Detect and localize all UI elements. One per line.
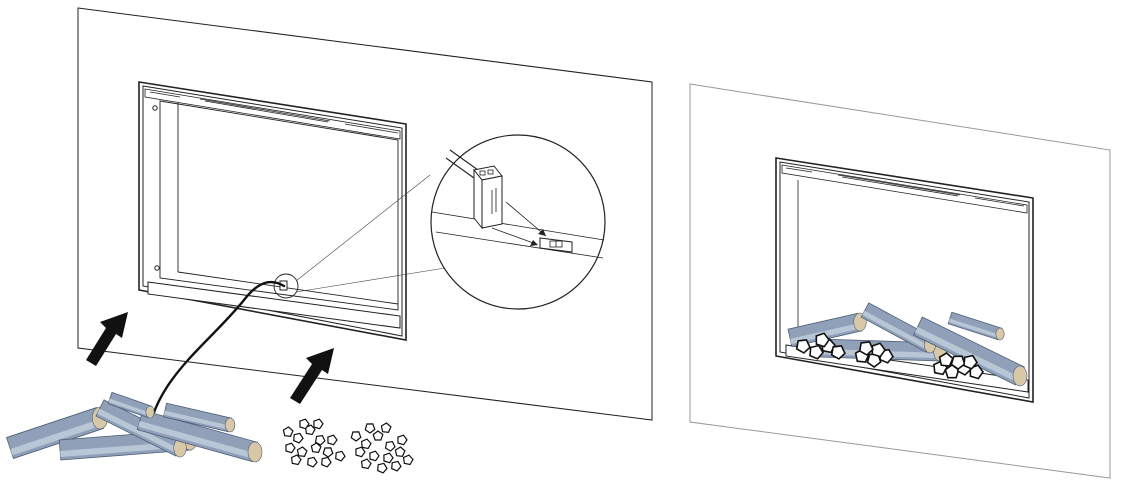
control-strip-marks-right	[785, 167, 1025, 207]
rock-28	[397, 434, 408, 446]
log-6	[107, 391, 155, 419]
left-fireplace-insert	[138, 81, 407, 341]
insert-logs-arrow	[86, 312, 128, 366]
log-4	[136, 409, 263, 463]
log-5	[162, 402, 236, 433]
installed-log-1	[787, 312, 867, 348]
installed-log-4	[913, 316, 1028, 387]
rock-12	[335, 450, 346, 462]
rock-17	[360, 438, 372, 450]
insert-rocks-arrow	[290, 348, 334, 404]
rock-26	[391, 460, 402, 472]
power-cable	[151, 280, 286, 417]
rock-21	[369, 450, 380, 462]
rock-29	[380, 422, 392, 433]
rock-7	[310, 442, 322, 453]
rock-25	[377, 462, 388, 474]
rock-18	[372, 430, 384, 441]
rock-23	[394, 446, 406, 457]
rock-27	[402, 454, 414, 466]
rock-20	[355, 446, 366, 458]
rock-19	[384, 440, 396, 452]
rock-5	[285, 442, 296, 454]
installed-rock-1	[795, 339, 811, 354]
rock-9	[290, 454, 302, 466]
rock-13	[327, 434, 338, 446]
rock-16	[350, 431, 362, 442]
installed-rock-5	[815, 332, 830, 348]
rock-14	[313, 418, 324, 430]
rock-30	[364, 423, 376, 434]
rock-6	[296, 446, 308, 457]
installed-rock-7	[866, 353, 882, 368]
installed-rock-17	[938, 352, 954, 367]
rock-11	[321, 456, 332, 468]
ember-rocks	[282, 418, 414, 474]
detail-leader-bottom	[295, 267, 446, 293]
installed-rock-2	[809, 344, 824, 360]
zoom-source-circle	[273, 273, 299, 299]
rock-24	[360, 458, 372, 470]
installed-rock-9	[871, 342, 886, 358]
left-step	[6, 7, 653, 474]
log-set	[6, 391, 263, 463]
rock-10	[307, 456, 318, 468]
installed-rock-4	[830, 345, 846, 360]
installed-log-5	[947, 311, 1005, 341]
rock-1	[282, 426, 294, 437]
installed-rock-16	[963, 354, 978, 370]
rock-15	[299, 418, 310, 430]
rock-22	[383, 452, 394, 464]
plug-body	[473, 165, 503, 230]
rock-2	[293, 432, 304, 444]
installed-rock-10	[858, 341, 874, 356]
connector-detail-magnifier	[430, 134, 606, 310]
rock-4	[314, 434, 326, 446]
rock-8	[322, 447, 334, 458]
ember-rocks-installed	[795, 332, 984, 380]
detail-leader-top	[295, 174, 431, 282]
socket	[539, 237, 573, 253]
control-strip-marks	[149, 91, 399, 134]
right-step	[689, 83, 1111, 479]
